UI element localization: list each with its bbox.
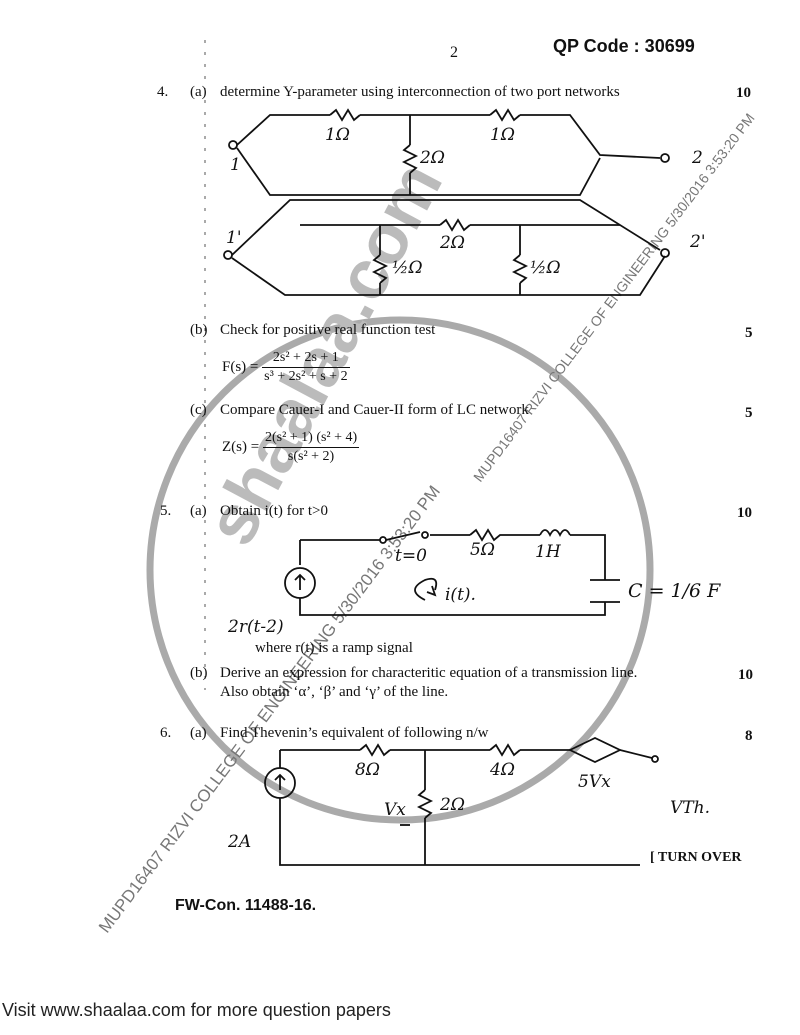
q4c-marks: 5	[745, 405, 753, 421]
q5a-marks: 10	[737, 505, 752, 521]
q4c-formula: Z(s) = 2(s² + 1) (s² + 4) s(s² + 2)	[222, 430, 360, 465]
q4-r4-label: 2Ω	[440, 233, 465, 253]
q4-port2p-label: 2'	[690, 232, 706, 252]
q5b-label: (b)	[190, 665, 208, 681]
q6a-text: Find Thevenin’s equivalent of following …	[220, 725, 489, 741]
q4b-text: Check for positive real function test	[220, 322, 436, 338]
q5a-text: Obtain i(t) for t>0	[220, 503, 329, 519]
q5b-text2: Also obtain ‘α’, ‘β’ and ‘γ’ of the line…	[220, 684, 449, 700]
q5-c-label: C = 1/6 F	[628, 580, 721, 602]
q6-source-label: 2A	[228, 832, 252, 852]
q4a-label: (a)	[190, 84, 207, 100]
q4b-fraction: 2s² + 2s + 1 s³ + 2s² + s + 2	[262, 350, 350, 385]
q4-port1p-label: 1'	[226, 228, 242, 248]
q4-r3-label: 2Ω	[420, 148, 445, 168]
q4c-numerator: 2(s² + 1) (s² + 4)	[262, 430, 360, 448]
q6-vx-label: Vx	[384, 800, 406, 820]
q5b-text: Derive an expression for characteritic e…	[220, 665, 638, 681]
q6-r3-label: 2Ω	[440, 795, 465, 815]
q4-port1-label: 1	[230, 155, 241, 175]
q5-r-label: 5Ω	[470, 540, 495, 560]
q5-current-label: i(t).	[445, 585, 476, 605]
q5b-marks: 10	[738, 667, 753, 683]
visit-link[interactable]: Visit www.shaalaa.com for more question …	[2, 1000, 391, 1020]
turn-over: [ TURN OVER	[650, 850, 742, 865]
q6-r2-label: 4Ω	[490, 760, 515, 780]
q6-vth-label: VTh.	[670, 798, 710, 818]
q4-port2-label: 2	[692, 148, 703, 168]
q4c-label: (c)	[190, 402, 207, 418]
q6-dep-label: 5Vx	[578, 772, 611, 792]
q4-number: 4.	[157, 84, 169, 100]
q4b-denominator: s³ + 2s² + s + 2	[264, 369, 348, 384]
q5a-where: where r(t) is a ramp signal	[255, 640, 413, 656]
q4c-lhs: Z(s) =	[222, 439, 260, 455]
q6a-label: (a)	[190, 725, 207, 741]
q4c-denominator: s(s² + 2)	[287, 449, 335, 464]
q4b-formula: F(s) = 2s² + 2s + 1 s³ + 2s² + s + 2	[222, 350, 350, 385]
q5-number: 5.	[160, 503, 172, 519]
q4-r2-label: 1Ω	[490, 125, 515, 145]
q4b-marks: 5	[745, 325, 753, 341]
q6-r1-label: 8Ω	[355, 760, 380, 780]
q4b-lhs: F(s) =	[222, 359, 259, 375]
q6-number: 6.	[160, 725, 172, 741]
q4a-marks: 10	[736, 85, 751, 101]
q4c-fraction: 2(s² + 1) (s² + 4) s(s² + 2)	[262, 430, 360, 465]
q4-r5-label: ½Ω	[392, 258, 423, 278]
q4b-numerator: 2s² + 2s + 1	[262, 350, 350, 368]
footer-code: FW-Con. 11488-16.	[175, 897, 317, 914]
q4-r6-label: ½Ω	[530, 258, 561, 278]
q4c-text: Compare Cauer-I and Cauer-II form of LC …	[220, 402, 529, 418]
q5-switch-label: t=0	[395, 546, 427, 566]
q4a-text: determine Y-parameter using interconnect…	[220, 84, 620, 100]
q4-r1-label: 1Ω	[325, 125, 350, 145]
page-number: 2	[450, 44, 458, 61]
q5-source-label: 2r(t-2)	[228, 617, 284, 637]
q6a-marks: 8	[745, 728, 753, 744]
q4b-label: (b)	[190, 322, 208, 338]
q5a-label: (a)	[190, 503, 207, 519]
qp-code: QP Code : 30699	[553, 36, 695, 56]
q5-l-label: 1H	[535, 542, 561, 562]
